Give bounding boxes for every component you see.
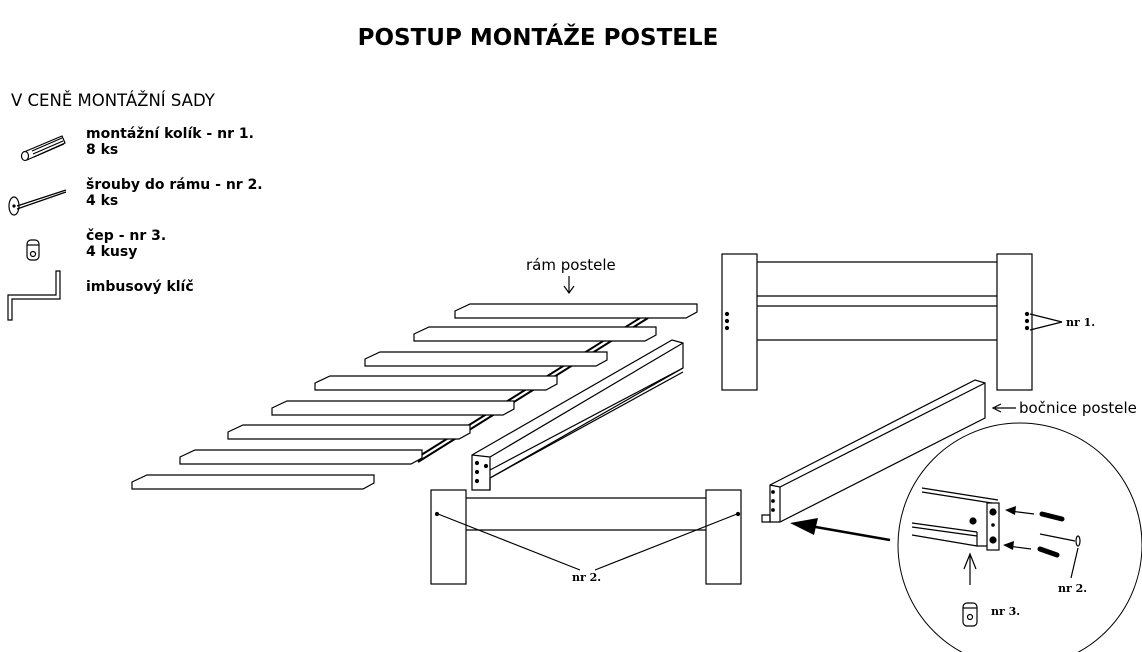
frame-arrow bbox=[563, 276, 575, 295]
barrel-nut-icon bbox=[26, 239, 40, 261]
kit-item-name: montážní kolík - nr 1. bbox=[86, 126, 254, 142]
kit-item-qty: 4 ks bbox=[86, 193, 119, 209]
label-nr3: nr 3. bbox=[991, 605, 1021, 618]
headboard bbox=[721, 253, 1063, 391]
detail-circle bbox=[897, 422, 1142, 652]
kit-heading: V CENĚ MONTÁŽNÍ SADY bbox=[11, 91, 215, 110]
kit-item-screw: šrouby do rámu - nr 2. 4 ks bbox=[86, 177, 263, 209]
kit-item-name: čep - nr 3. bbox=[86, 228, 167, 244]
kit-item-dowel: montážní kolík - nr 1. 8 ks bbox=[86, 126, 254, 158]
detail-arrow bbox=[809, 524, 891, 542]
side-rail bbox=[471, 339, 684, 491]
kit-item-qty: 8 ks bbox=[86, 142, 119, 158]
kit-item-name: imbusový klíč bbox=[86, 279, 194, 295]
kit-item-name: šrouby do rámu - nr 2. bbox=[86, 177, 263, 193]
label-nr1: nr 1. bbox=[1066, 316, 1096, 329]
kit-item-allen-key: imbusový klíč bbox=[86, 279, 194, 295]
allen-key-icon bbox=[7, 270, 61, 321]
side-board bbox=[761, 379, 1016, 523]
label-frame: rám postele bbox=[526, 256, 616, 274]
screw-icon bbox=[8, 189, 67, 216]
page-title: POSTUP MONTÁŽE POSTELE bbox=[357, 25, 719, 51]
kit-item-barrel-nut: čep - nr 3. 4 kusy bbox=[86, 228, 166, 260]
label-side-board: bočnice postele bbox=[1019, 399, 1137, 417]
label-nr2-detail: nr 2. bbox=[1058, 582, 1088, 595]
kit-item-qty: 4 kusy bbox=[86, 244, 138, 260]
footboard bbox=[430, 489, 742, 585]
label-nr2: nr 2. bbox=[572, 571, 602, 584]
bed-slats bbox=[131, 303, 698, 490]
dowel-icon bbox=[20, 135, 66, 162]
